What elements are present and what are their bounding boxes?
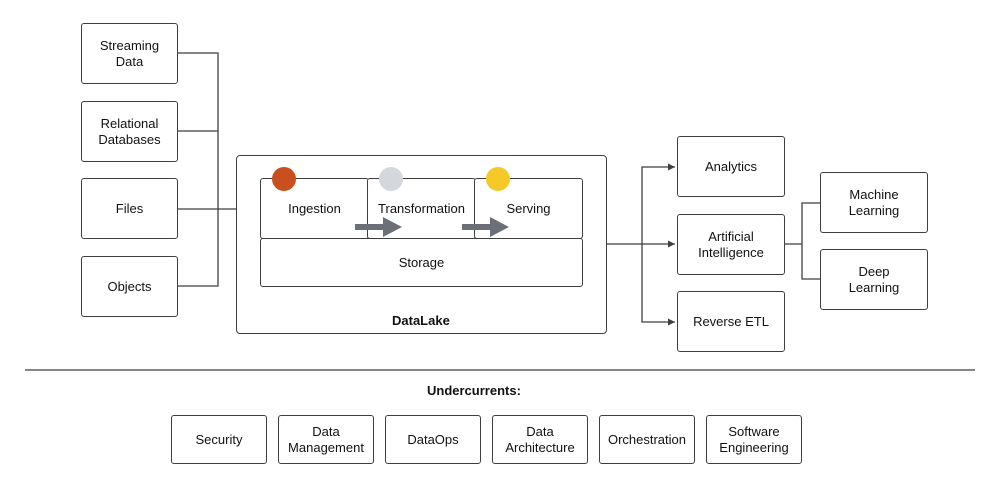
undercurrent-data-architecture: Data Architecture [492,415,588,464]
datalake-title: DataLake [392,313,450,328]
stage-label: Serving [506,200,551,216]
source-files: Files [81,178,178,239]
serving-dot [486,167,510,191]
connector-to-ml [801,202,820,244]
ai-child-label: Deep Learning [848,263,900,295]
connector-to-reverse-etl [641,244,675,326]
undercurrent-label: Data Management [288,423,364,455]
undercurrent-software-engineering: Software Engineering [706,415,802,464]
source-streaming-data: Streaming Data [81,23,178,84]
source-label: Relational Databases [98,115,161,147]
source-relational-databases: Relational Databases [81,101,178,162]
undercurrent-label: Data Architecture [505,423,575,455]
undercurrent-label: Orchestration [607,431,687,447]
source-label: Streaming Data [99,37,160,69]
undercurrents-title: Undercurrents: [427,383,521,398]
source-objects: Objects [81,256,178,317]
source-label: Objects [107,278,152,294]
transformation-dot [379,167,403,191]
source-label: Files [115,200,144,216]
stage-label: Transformation [378,200,465,216]
undercurrent-label: Security [195,431,243,447]
output-reverse-etl: Reverse ETL [677,291,785,352]
output-label: Analytics [704,158,758,174]
output-artificial-intelligence: Artificial Intelligence [677,214,785,275]
ai-child-label: Machine Learning [848,186,900,218]
output-analytics: Analytics [677,136,785,197]
undercurrent-label: DataOps [407,431,459,447]
undercurrent-orchestration: Orchestration [599,415,695,464]
output-label: Artificial Intelligence [698,228,764,260]
ingestion-dot [272,167,296,191]
connector-objects [177,209,219,287]
storage-label: Storage [398,254,445,270]
undercurrent-label: Software Engineering [719,423,789,455]
output-label: Reverse ETL [693,313,769,329]
connector-to-analytics [641,163,675,244]
stage-label: Ingestion [288,200,341,216]
connector-to-dl [801,244,820,280]
ai-machine-learning: Machine Learning [820,172,928,233]
undercurrent-data-management: Data Management [278,415,374,464]
undercurrent-security: Security [171,415,267,464]
undercurrent-dataops: DataOps [385,415,481,464]
ai-deep-learning: Deep Learning [820,249,928,310]
connector-streaming [177,52,219,209]
storage-box: Storage [260,238,583,287]
